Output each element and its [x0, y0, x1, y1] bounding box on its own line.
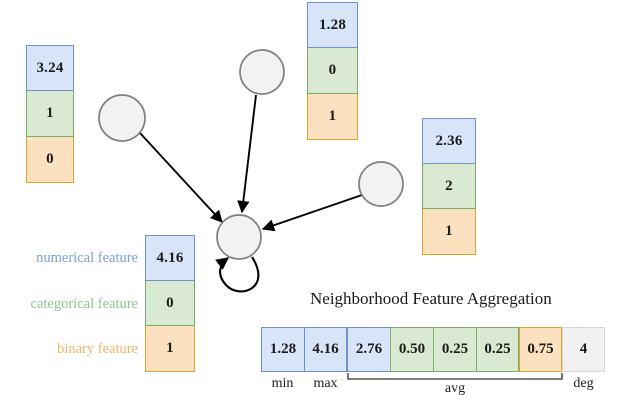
feature-vector-center: 4.16 0 1 [145, 235, 195, 372]
edge-self-loop [215, 256, 260, 293]
neighbor-node-right[interactable] [358, 161, 404, 207]
aggregation-row: 1.28 4.16 2.76 0.50 0.25 0.25 0.75 4 [261, 327, 605, 372]
feature-cell-binary: 1 [307, 94, 358, 140]
center-node[interactable] [216, 214, 262, 260]
feature-cell-binary: 1 [422, 209, 476, 255]
legend-label-binary: binary feature [57, 341, 138, 357]
feature-cell-categorical: 0 [307, 48, 358, 94]
feature-cell-categorical: 0 [145, 281, 195, 326]
edge-right-to-center [261, 194, 363, 232]
aggregation-cell-min: 1.28 [261, 327, 304, 372]
feature-cell-binary: 0 [26, 137, 74, 183]
aggregation-title: Neighborhood Feature Aggregation [310, 289, 552, 308]
aggregation-label-min: min [271, 376, 294, 391]
aggregation-cell-avg-cat-2: 0.25 [476, 327, 519, 372]
neighbor-node-left[interactable] [98, 94, 146, 142]
aggregation-label-avg: avg [444, 381, 466, 396]
aggregation-cell-avg-cat-0: 0.50 [390, 327, 433, 372]
feature-cell-numerical: 3.24 [26, 45, 74, 91]
edge-top-to-center [237, 94, 257, 214]
aggregation-label-deg: deg [573, 376, 594, 391]
feature-cell-categorical: 2 [422, 164, 476, 209]
feature-cell-categorical: 1 [26, 91, 74, 137]
legend-label-categorical: categorical feature [30, 296, 138, 312]
feature-vector-left: 3.24 1 0 [26, 45, 74, 183]
edge-left-to-center [139, 132, 223, 223]
aggregation-cell-avg-binary: 0.75 [519, 327, 562, 372]
aggregation-cell-degree: 4 [562, 327, 605, 372]
feature-cell-numerical: 4.16 [145, 235, 195, 281]
feature-cell-numerical: 1.28 [307, 2, 358, 48]
avg-bracket [347, 373, 563, 380]
aggregation-label-max: max [313, 376, 338, 391]
aggregation-cell-max: 4.16 [304, 327, 347, 372]
legend-label-numerical: numerical feature [36, 250, 138, 266]
feature-vector-right: 2.36 2 1 [422, 118, 476, 255]
feature-vector-top: 1.28 0 1 [307, 2, 358, 140]
aggregation-cell-avg-numerical: 2.76 [347, 327, 390, 372]
aggregation-cell-avg-cat-1: 0.25 [433, 327, 476, 372]
feature-cell-binary: 1 [145, 326, 195, 372]
feature-cell-numerical: 2.36 [422, 118, 476, 164]
neighbor-node-top[interactable] [239, 49, 285, 95]
